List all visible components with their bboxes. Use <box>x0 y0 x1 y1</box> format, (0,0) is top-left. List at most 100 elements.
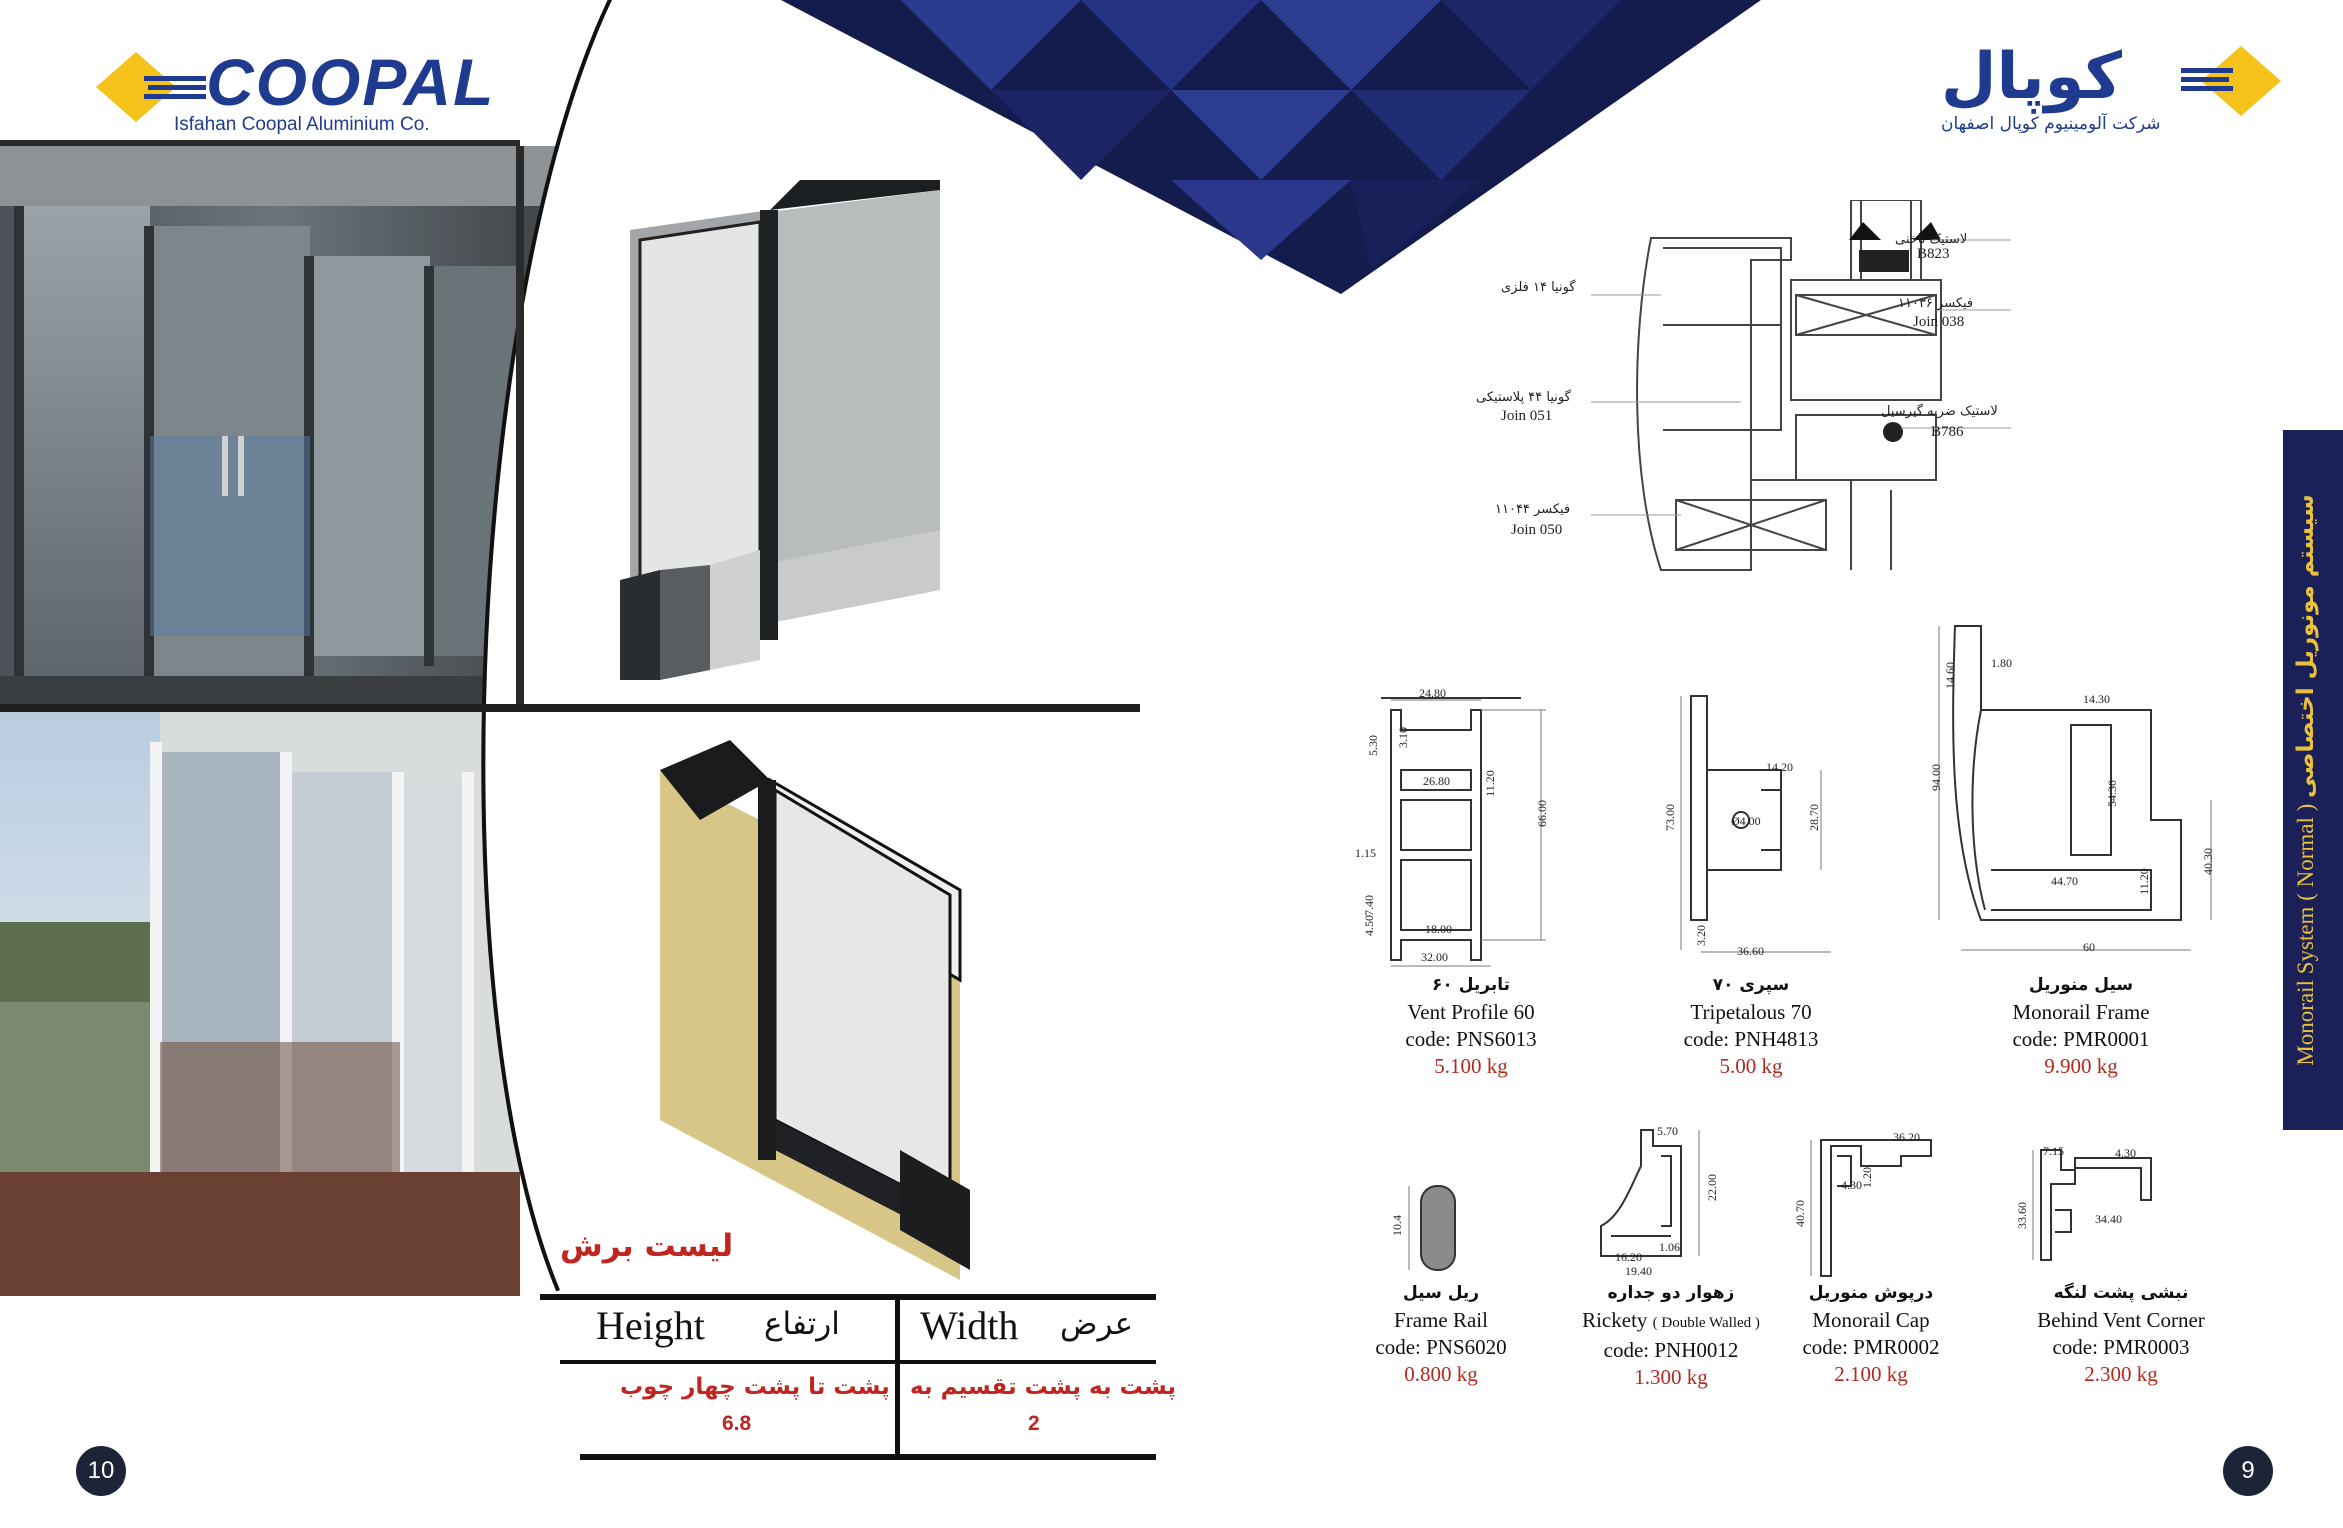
frame-rail-label: ریل سیل Frame Rail code: PNS6020 0.800 k… <box>1331 1280 1551 1388</box>
vp60-dim-7: 1.15 <box>1355 846 1376 860</box>
mf-dim-5: 54.30 <box>2105 780 2119 807</box>
vp60-dim-5: 11.20 <box>1482 770 1497 797</box>
table-bottom-rule <box>580 1454 1156 1460</box>
tri70-dim-6: 36.60 <box>1737 944 1764 958</box>
rk-fa: زهوار دو جداره <box>1607 1283 1735 1303</box>
monorail-section-drawing <box>1591 200 2011 571</box>
bvc-weight: 2.300 kg <box>2084 1362 2158 1386</box>
fr-code: code: PNS6020 <box>1375 1335 1507 1359</box>
photo-top-rule <box>0 140 520 148</box>
annotation-en-3: B786 <box>1931 424 1964 440</box>
tri70-code: code: PNH4813 <box>1683 1027 1819 1051</box>
rk-dim-1: 5.70 <box>1657 1124 1678 1138</box>
vp60-dim-11: 32.00 <box>1421 950 1448 964</box>
annotation-en-2: Join 038 <box>1913 314 1965 330</box>
vp60-code: code: PNS6013 <box>1405 1027 1537 1051</box>
tripetalous-70-label: سپری ۷۰ Tripetalous 70 code: PNH4813 5.0… <box>1631 972 1871 1080</box>
logo-wordmark: COOPAL <box>206 45 496 119</box>
vp60-dim-4: 26.80 <box>1423 774 1450 788</box>
rk-name-note: ( Double Walled ) <box>1652 1315 1760 1331</box>
annotation-fa-5: گونیا ۴۴ پلاستیکی <box>1476 390 1571 405</box>
table-header-rule <box>560 1360 1156 1364</box>
fr-dim-1: 10.4 <box>1390 1215 1404 1236</box>
mc-dim-1: 36.20 <box>1893 1130 1920 1144</box>
vent-profile-60-drawing <box>1381 697 1546 967</box>
mf-code: code: PMR0001 <box>2012 1027 2150 1051</box>
persian-logo: کوپال شرکت آلومینیوم کوپال اصفهان <box>1941 40 2301 150</box>
table-top-rule <box>540 1294 1156 1300</box>
rickety-drawing <box>1600 1129 1700 1257</box>
mf-dim-6: 44.70 <box>2051 874 2078 888</box>
mc-dim-3: 1.20 <box>1860 1167 1874 1188</box>
bvc-name: Behind Vent Corner <box>2037 1308 2205 1332</box>
mf-dim-9: 60 <box>2083 940 2095 954</box>
rk-dim-4: 16.20 <box>1615 1250 1642 1264</box>
tri70-weight: 5.00 kg <box>1719 1054 1783 1078</box>
annotation-en-1: B823 <box>1917 246 1950 262</box>
annotation-en-5: Join 051 <box>1501 408 1553 424</box>
height-label-fa: ارتفاع <box>764 1306 840 1342</box>
width-label: Width <box>920 1303 1019 1348</box>
annotation-fa-6: فیکسر ۱۱۰۴۴ <box>1495 502 1571 517</box>
logo-subtitle: Isfahan Coopal Aluminium Co. <box>174 114 430 135</box>
page-number-right: 9 <box>2223 1446 2273 1496</box>
monorail-frame-label: سیل منوریل Monorail Frame code: PMR0001 … <box>1951 972 2211 1080</box>
behind-vent-corner-label: نبشی پشت لنگه Behind Vent Corner code: P… <box>1991 1280 2251 1388</box>
fr-weight: 0.800 kg <box>1404 1362 1478 1386</box>
side-banner <box>2283 430 2343 1130</box>
sliding-door-photo <box>0 146 560 706</box>
right-page: کوپال شرکت آلومینیوم کوپال اصفهان Monora… <box>781 0 2343 1528</box>
tri70-dim-4: Ø4.00 <box>1731 814 1761 828</box>
mc-dim-4: 40.70 <box>1793 1200 1807 1227</box>
bvc-dim-2: 4.30 <box>2115 1146 2136 1160</box>
behind-vent-corner-drawing <box>2032 1149 2152 1261</box>
annotation-fa-2: فیکسر ۱۱۰۳۶ <box>1898 296 1974 311</box>
width-rule: پشت به پشت تقسیم به <box>910 1374 1176 1400</box>
diamond-pattern <box>781 0 1761 294</box>
tri70-name: Tripetalous 70 <box>1690 1000 1812 1024</box>
tri70-dim-5: 3.20 <box>1694 925 1708 946</box>
mf-name: Monorail Frame <box>2012 1000 2150 1024</box>
rk-weight: 1.300 kg <box>1634 1365 1708 1389</box>
vp60-weight: 5.100 kg <box>1434 1054 1508 1078</box>
annotation-fa-3: لاستیک ضربه گیرسیل <box>1881 404 1998 419</box>
side-title: Monorail System ( Normal ) سیستم مونوریل… <box>2293 430 2333 1130</box>
height-value: 6.8 <box>722 1412 752 1435</box>
fr-name: Frame Rail <box>1394 1308 1488 1332</box>
side-title-fa: سیستم مونوریل اختصاصی <box>2293 494 2319 798</box>
monorail-cap-label: درپوش منوریل Monorail Cap code: PMR0002 … <box>1761 1280 1981 1388</box>
tripetalous-70-drawing <box>1680 695 1831 953</box>
vp60-dim-9: 4.50 <box>1362 915 1376 936</box>
vp60-dim-8: 7.40 <box>1362 895 1376 916</box>
rk-dim-5: 19.40 <box>1625 1264 1652 1278</box>
mc-name: Monorail Cap <box>1812 1308 1930 1332</box>
monorail-cap-drawing <box>1810 1139 1932 1277</box>
monorail-frame-drawing <box>1938 625 2212 951</box>
tri70-fa: سپری ۷۰ <box>1712 975 1790 995</box>
vp60-dim-2: 5.30 <box>1366 735 1380 756</box>
profile-render-gold <box>660 740 970 1280</box>
vp60-dim-10: 18.00 <box>1425 922 1452 936</box>
mf-dim-7: 11.20 <box>2136 868 2151 895</box>
rk-name: Rickety <box>1582 1308 1648 1332</box>
bvc-fa: نبشی پشت لنگه <box>2053 1283 2189 1303</box>
bvc-dim-3: 33.60 <box>2015 1202 2029 1229</box>
vent-profile-60-label: تابریل ۶۰ Vent Profile 60 code: PNS6013 … <box>1321 972 1621 1080</box>
left-page: COOPAL Isfahan Coopal Aluminium Co. <box>0 0 1176 1528</box>
mf-dim-4: 94.00 <box>1929 764 1943 791</box>
mc-code: code: PMR0002 <box>1802 1335 1940 1359</box>
mf-dim-3: 14.30 <box>2083 692 2110 706</box>
bvc-code: code: PMR0003 <box>2052 1335 2190 1359</box>
cut-list-title: لیست برش <box>560 1228 734 1264</box>
vp60-dim-1: 24.80 <box>1419 686 1446 700</box>
mc-weight: 2.100 kg <box>1834 1362 1908 1386</box>
table-divider <box>895 1298 900 1458</box>
rk-code: code: PNH0012 <box>1603 1338 1739 1362</box>
height-rule: پشت تا پشت چهار چوب <box>620 1374 890 1400</box>
vp60-name: Vent Profile 60 <box>1407 1000 1535 1024</box>
width-value: 2 <box>1028 1412 1040 1435</box>
frame-rail-drawing <box>1408 1185 1456 1271</box>
mc-dim-2: 4.30 <box>1841 1178 1862 1192</box>
bvc-dim-1: 7.15 <box>2043 1144 2064 1158</box>
profile-render-grey <box>620 180 940 680</box>
